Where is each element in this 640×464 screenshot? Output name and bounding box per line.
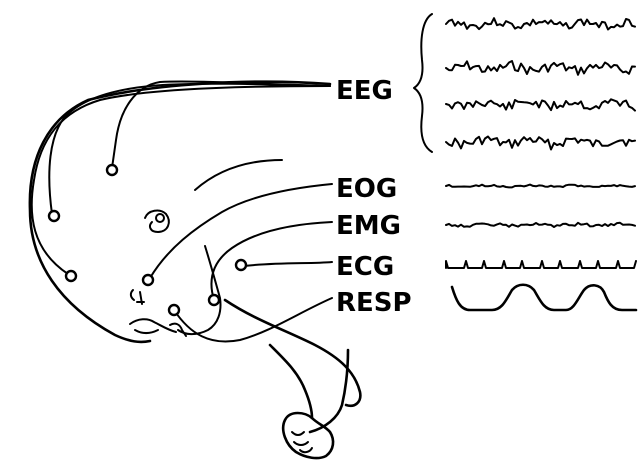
face-outline: [178, 246, 221, 334]
eog-trace: [446, 185, 635, 188]
resp-lead: [174, 298, 332, 342]
eog-electrode: [143, 275, 153, 285]
eeg-electrode-3: [66, 271, 76, 281]
emg-label: EMG: [336, 211, 401, 241]
eeg-trace-1: [446, 18, 635, 29]
eeg-brace: [414, 14, 432, 152]
eeg-electrode-2: [49, 211, 59, 221]
eeg-electrode-1: [107, 165, 117, 175]
ear-icon: [145, 211, 169, 232]
resp-label: RESP: [336, 288, 412, 318]
electrodes: [49, 165, 246, 315]
signal-traces: [446, 18, 636, 310]
infant-figure: [30, 82, 360, 458]
emg-trace: [446, 223, 635, 227]
ecg-electrode: [236, 260, 246, 270]
resp-trace: [452, 285, 636, 310]
eeg-lead-2: [112, 81, 330, 168]
head-outline: [30, 82, 330, 342]
eog-label: EOG: [336, 174, 397, 204]
eeg-trace-3: [446, 99, 635, 110]
ecg-label: ECG: [336, 252, 394, 282]
brow-line: [195, 160, 282, 190]
eeg-lead-3: [32, 86, 330, 274]
eeg-trace-2: [446, 61, 635, 75]
ecg-lead: [244, 262, 332, 266]
eeg-trace-4: [446, 137, 635, 150]
ecg-trace: [446, 261, 636, 268]
signal-labels: EEG EOG EMG ECG RESP: [336, 76, 412, 318]
chin-outline: [130, 319, 176, 333]
finger-marks: [292, 432, 312, 452]
mouth-mark: [137, 292, 144, 304]
eeg-label: EEG: [336, 76, 393, 106]
electrode-leads: [32, 81, 332, 341]
resp-electrode: [169, 305, 179, 315]
emg-lead: [211, 222, 332, 300]
arm-inner: [270, 345, 312, 418]
emg-electrode: [209, 295, 219, 305]
nose-mark: [131, 290, 134, 300]
